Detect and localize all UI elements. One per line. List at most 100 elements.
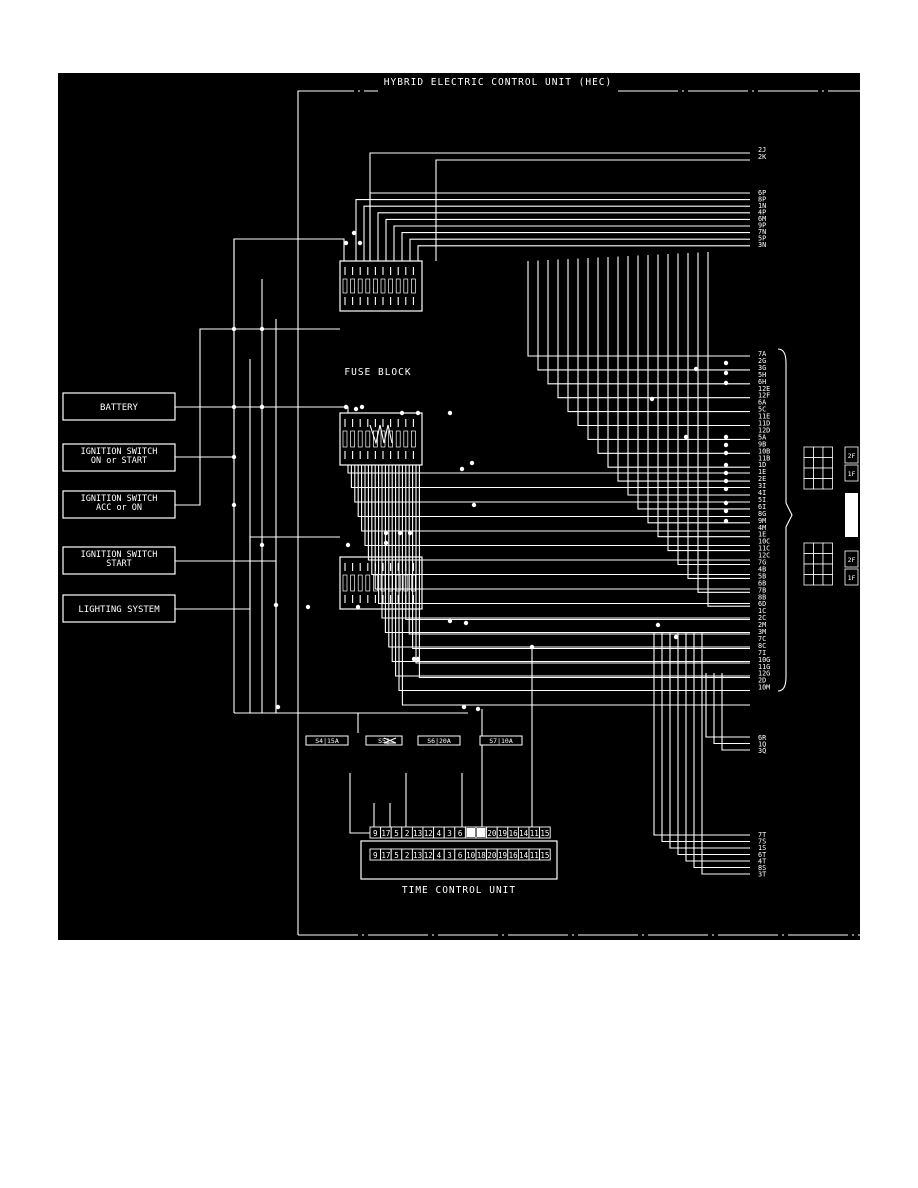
tcu-pin-inner: 19 xyxy=(498,851,507,860)
wire xyxy=(418,465,750,679)
splice-dot xyxy=(415,410,421,416)
connector-tag-box xyxy=(844,446,859,464)
connector-cavity xyxy=(822,478,833,490)
terminal-4B: 4B xyxy=(758,565,766,573)
fuse-symbol xyxy=(383,737,397,744)
terminal-5B: 5B xyxy=(758,572,766,580)
terminal-7A: 7A xyxy=(758,350,766,358)
wire xyxy=(357,465,750,518)
wire xyxy=(661,633,750,843)
splice-dot xyxy=(345,542,351,548)
tcu-pin-inner: 14 xyxy=(519,851,529,860)
connector-cavity xyxy=(813,478,824,490)
wire xyxy=(369,192,750,261)
inline-fuse xyxy=(479,735,523,746)
tcu-pin-inner: 20 xyxy=(487,851,497,860)
connector-label-1f: 1F xyxy=(848,574,856,582)
tcu-pin-inner: 4 xyxy=(437,851,442,860)
inline-fuses: S4|15A S5| S6|20A S7|10A xyxy=(305,735,523,746)
wire xyxy=(677,253,750,566)
terminal-5P: 5P xyxy=(758,235,766,243)
input-label-lighting: LIGHTING SYSTEM xyxy=(78,605,160,615)
terminal-11D: 11D xyxy=(758,420,770,428)
fuse-element xyxy=(357,278,363,294)
splice-dot xyxy=(231,454,237,460)
connector-label-2f: 2F xyxy=(848,452,856,460)
input-box-ign-acc-on xyxy=(62,490,176,519)
connector-tag-box xyxy=(844,550,859,568)
splice-dot xyxy=(415,656,421,662)
terminal-3I: 3I xyxy=(758,482,766,490)
connector-tag-box xyxy=(844,568,859,586)
tcu-pin-outer: 5 xyxy=(394,829,399,838)
wire xyxy=(412,465,750,650)
fuse-element xyxy=(350,278,355,294)
fuse-contacts xyxy=(342,267,416,603)
wire xyxy=(398,465,750,692)
splice-dot xyxy=(693,366,699,372)
splice-dot xyxy=(723,478,729,484)
wire xyxy=(667,254,750,552)
splice-dot xyxy=(353,406,359,412)
splice-dot xyxy=(723,434,729,440)
connector-cavity xyxy=(822,542,833,554)
tcu-pin-inner: 10 xyxy=(466,851,476,860)
wiring-harness xyxy=(175,152,750,875)
wire xyxy=(597,257,750,454)
connector-cavity xyxy=(803,467,814,479)
input-box-ign-start xyxy=(62,546,176,575)
fuse-element xyxy=(388,430,393,448)
connector-cavity xyxy=(803,563,814,575)
fuse-element xyxy=(365,574,371,592)
terminal-6H: 6H xyxy=(758,378,766,386)
fuse-element xyxy=(403,278,409,294)
tcu-pin-inner: 18 xyxy=(477,851,487,860)
tcu-pin-inner: 16 xyxy=(509,851,519,860)
wire xyxy=(364,465,750,547)
wire xyxy=(377,212,750,261)
wire xyxy=(371,465,750,576)
splice-dot xyxy=(673,634,679,640)
inline-fuse-label: S4|15A xyxy=(315,737,339,745)
connector-cavity xyxy=(803,446,814,458)
splice-dot xyxy=(723,442,729,448)
splice-dot xyxy=(475,706,481,712)
fuse-block-label: FUSE BLOCK xyxy=(344,367,411,378)
terminal-2C: 2C xyxy=(758,614,766,622)
fuse-element xyxy=(411,430,416,448)
terminal-1C: 1C xyxy=(758,607,766,615)
tcu-pin-inner: 5 xyxy=(394,851,399,860)
inline-fuse-label: S6|20A xyxy=(427,737,451,745)
terminal-6R: 6R xyxy=(758,734,767,742)
terminal-8P: 8P xyxy=(758,196,766,204)
connector-cavity xyxy=(813,457,824,469)
inline-fuse-label: S7|10A xyxy=(489,737,513,745)
splice-dot xyxy=(357,240,363,246)
input-box-battery xyxy=(62,392,176,421)
splice-dot xyxy=(231,404,237,410)
terminal-3N: 3N xyxy=(758,241,766,249)
splice-dot xyxy=(723,380,729,386)
splice-dot xyxy=(259,404,265,410)
terminal-10C: 10C xyxy=(758,538,770,546)
terminal-7N: 7N xyxy=(758,228,766,236)
terminal-2K: 2K xyxy=(758,153,767,161)
splice-dot xyxy=(383,540,389,546)
splice-dot xyxy=(655,622,661,628)
splice-dot xyxy=(397,530,403,536)
fuse-element xyxy=(350,574,355,592)
terminal-12E: 12E xyxy=(758,385,770,393)
wire xyxy=(374,465,750,590)
splice-dot xyxy=(343,404,349,410)
input-label-battery: BATTERY xyxy=(100,403,139,413)
wire xyxy=(401,232,750,261)
inline-fuse-label: S5| xyxy=(378,737,390,745)
hec-outline xyxy=(297,90,860,936)
splice-dot xyxy=(461,704,467,710)
connector-cavity xyxy=(822,553,833,565)
terminal-3G: 3G xyxy=(758,364,766,372)
tcu-pin-outer: 15 xyxy=(540,829,549,838)
splice-dot xyxy=(305,604,311,610)
terminal-4I: 4I xyxy=(758,489,766,497)
